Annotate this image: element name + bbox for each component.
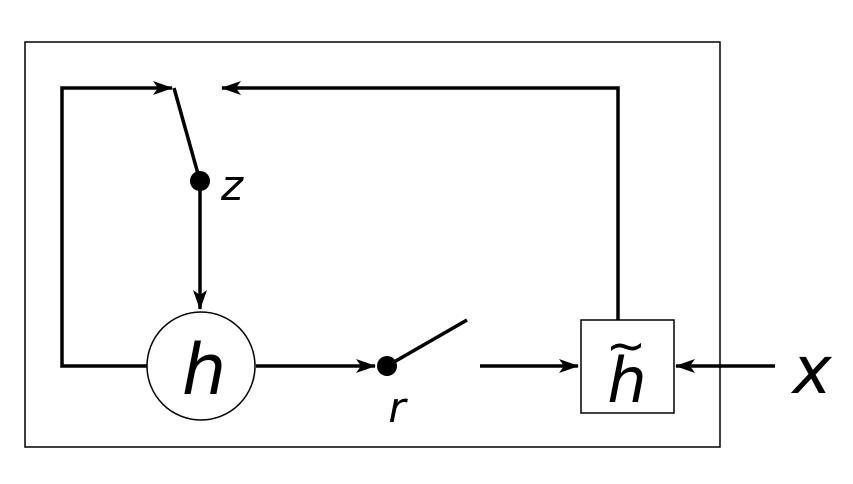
update-gate-pivot [190,171,210,191]
candidate-label: h [607,344,646,417]
reset-gate-switch-arm [386,318,468,368]
update-gate-label: z [220,161,244,210]
candidate-box [580,319,675,414]
input-label: x [790,332,832,409]
candidate-tilde: ~ [606,318,646,374]
hidden-state-label: h [182,329,226,411]
reset-gate-label: r [388,383,408,432]
update-gate-switch-arm [172,87,202,182]
loop-left-line [60,81,173,368]
outer-frame [24,41,721,448]
hidden-state-node [146,311,256,421]
loop-right-line [221,81,620,320]
